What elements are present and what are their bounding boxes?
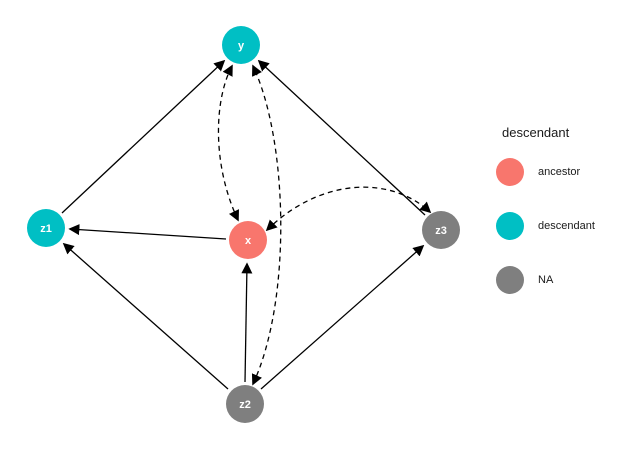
- legend-item-ancestor: ancestor: [496, 158, 636, 186]
- legend-swatch-na: [496, 266, 524, 294]
- node-z2: z2: [226, 385, 264, 423]
- legend-label-descendant: descendant: [538, 220, 595, 232]
- node-z3: z3: [422, 211, 460, 249]
- legend-swatch-ancestor: [496, 158, 524, 186]
- node-z1: z1: [27, 209, 65, 247]
- legend-item-descendant: descendant: [496, 212, 636, 240]
- legend-label-na: NA: [538, 274, 554, 286]
- node-x-label: x: [245, 235, 252, 247]
- legend-item-na: NA: [496, 266, 636, 294]
- node-x: x: [229, 221, 267, 259]
- legend-title: descendant: [502, 125, 570, 140]
- edge-z2-z1: [62, 242, 229, 390]
- node-y-label: y: [238, 40, 245, 52]
- legend-label-ancestor: ancestor: [538, 166, 581, 178]
- node-z3-label: z3: [435, 225, 447, 237]
- edge-x-z3-dashed: [265, 186, 432, 232]
- edge-z2-x: [241, 262, 253, 383]
- edge-z2-z3: [260, 244, 425, 390]
- legend: descendant ancestor descendant NA: [496, 125, 636, 320]
- edge-x-y-dashed: [217, 64, 239, 222]
- node-z1-label: z1: [40, 223, 52, 235]
- legend-swatch-descendant: [496, 212, 524, 240]
- node-y: y: [222, 26, 260, 64]
- node-z3-circle: [422, 211, 460, 249]
- edge-z1-y: [61, 59, 226, 214]
- node-z2-circle: [226, 385, 264, 423]
- node-z1-circle: [27, 209, 65, 247]
- edge-z3-y: [257, 59, 426, 216]
- node-y-circle: [222, 26, 260, 64]
- node-x-circle: [229, 221, 267, 259]
- edge-x-z1: [68, 224, 227, 240]
- node-z2-label: z2: [239, 399, 251, 411]
